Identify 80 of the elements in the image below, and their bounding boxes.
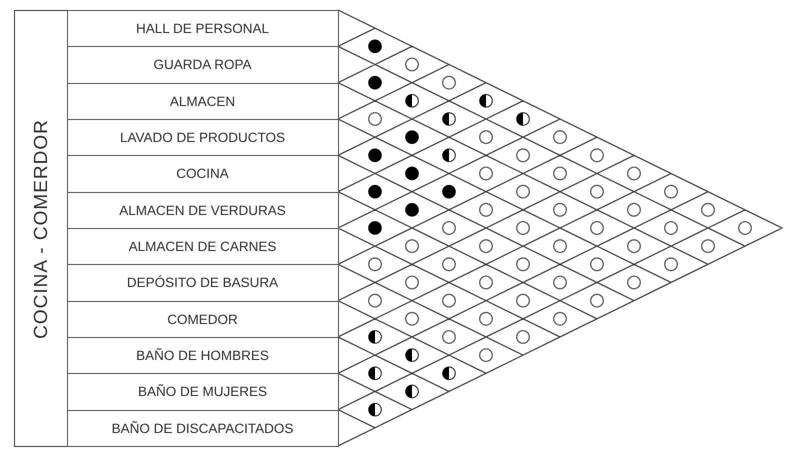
open-circle bbox=[516, 330, 530, 344]
filled-dot bbox=[405, 130, 419, 144]
half-filled-dot bbox=[479, 94, 493, 108]
open-circle bbox=[479, 239, 493, 254]
filled-dot bbox=[368, 184, 382, 198]
room-name-cell: BAÑO DE DISCAPACITADOS bbox=[66, 410, 338, 447]
half-filled-dot bbox=[368, 402, 382, 416]
half-filled-dot bbox=[405, 94, 419, 108]
open-circle bbox=[442, 76, 456, 90]
open-circle bbox=[368, 294, 382, 308]
open-circle bbox=[738, 221, 752, 235]
half-filled-dot bbox=[516, 112, 530, 126]
open-circle bbox=[479, 130, 493, 144]
open-circle bbox=[590, 148, 604, 162]
filled-dot bbox=[405, 203, 419, 217]
open-circle bbox=[553, 130, 567, 144]
open-circle bbox=[479, 202, 493, 217]
room-name-cell: GUARDA ROPA bbox=[66, 46, 338, 84]
open-circle bbox=[442, 294, 456, 308]
open-circle bbox=[368, 257, 382, 272]
open-circle bbox=[590, 294, 604, 308]
half-filled-dot bbox=[442, 148, 456, 162]
room-name-cell: BAÑO DE HOMBRES bbox=[66, 336, 338, 374]
open-circle bbox=[627, 202, 641, 217]
filled-dot bbox=[442, 184, 456, 198]
filled-dot bbox=[368, 221, 382, 235]
open-circle bbox=[405, 239, 419, 254]
open-circle bbox=[479, 312, 493, 326]
filled-dot bbox=[405, 166, 419, 180]
open-circle bbox=[664, 221, 678, 235]
open-circle bbox=[553, 276, 567, 290]
open-circle bbox=[479, 348, 493, 362]
open-circle bbox=[442, 221, 456, 235]
open-circle bbox=[664, 184, 678, 199]
room-name-cell: HALL DE PERSONAL bbox=[66, 10, 338, 48]
open-circle bbox=[479, 276, 493, 290]
open-circle bbox=[553, 166, 567, 180]
open-circle bbox=[590, 184, 604, 199]
open-circle bbox=[405, 276, 419, 290]
open-circle bbox=[553, 312, 567, 326]
room-name-cell: ALMACEN DE CARNES bbox=[66, 228, 338, 266]
room-name-cell: ALMACEN DE VERDURAS bbox=[66, 192, 338, 229]
open-circle bbox=[664, 257, 678, 272]
open-circle bbox=[701, 202, 715, 217]
half-filled-dot bbox=[405, 348, 419, 362]
open-circle bbox=[516, 148, 530, 162]
open-circle bbox=[405, 312, 419, 326]
open-circle bbox=[405, 58, 419, 72]
room-name-cell: LAVADO DE PRODUCTOS bbox=[66, 118, 338, 156]
group-panel bbox=[14, 10, 339, 447]
open-circle bbox=[479, 166, 493, 180]
open-circle bbox=[590, 221, 604, 235]
open-circle bbox=[701, 239, 715, 254]
open-circle bbox=[590, 257, 604, 272]
room-name-cell: COCINA bbox=[66, 155, 338, 193]
room-name-cell: BAÑO DE MUJERES bbox=[66, 373, 338, 411]
filled-dot bbox=[368, 148, 382, 162]
open-circle bbox=[627, 166, 641, 180]
open-circle bbox=[516, 184, 530, 199]
open-circle bbox=[442, 330, 456, 344]
open-circle bbox=[516, 257, 530, 272]
half-filled-dot bbox=[442, 366, 456, 380]
room-name-cell: ALMACEN bbox=[66, 82, 338, 120]
group-title: COCINA - COMERDOR bbox=[30, 119, 52, 339]
half-filled-dot bbox=[442, 112, 456, 126]
half-filled-dot bbox=[368, 366, 382, 380]
filled-dot bbox=[368, 40, 382, 54]
half-filled-dot bbox=[368, 330, 382, 344]
open-circle bbox=[516, 221, 530, 235]
half-filled-dot bbox=[405, 384, 419, 398]
open-circle bbox=[627, 239, 641, 254]
open-circle bbox=[368, 112, 382, 126]
room-name-cell: COMEDOR bbox=[66, 300, 338, 338]
room-name-cell: DEPÓSITO DE BASURA bbox=[66, 264, 338, 302]
open-circle bbox=[553, 202, 567, 217]
open-circle bbox=[442, 257, 456, 272]
open-circle bbox=[516, 294, 530, 308]
filled-dot bbox=[368, 76, 382, 90]
open-circle bbox=[627, 276, 641, 290]
open-circle bbox=[553, 239, 567, 254]
